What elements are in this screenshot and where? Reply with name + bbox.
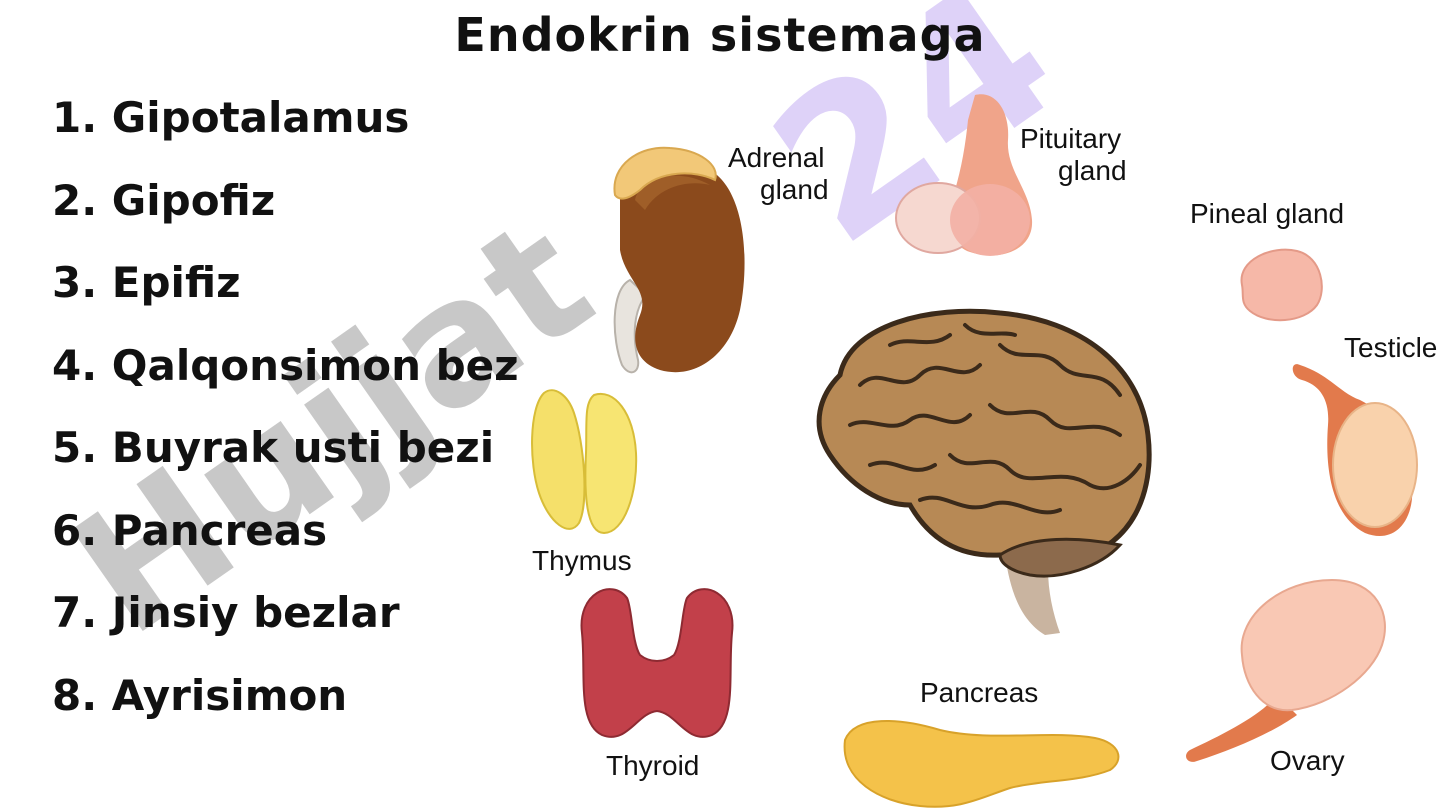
page-title: Endokrin sistemaga	[454, 8, 986, 62]
label-pituitary-line2: gland	[1058, 155, 1127, 186]
label-adrenal-line1: Adrenal	[728, 142, 825, 173]
list-item: 6. Pancreas	[52, 505, 328, 555]
pituitary-gland-illustration	[895, 94, 1033, 256]
testicle-illustration	[1292, 364, 1418, 537]
ovary-illustration	[1186, 578, 1386, 762]
label-pancreas: Pancreas	[920, 677, 1039, 708]
thyroid-illustration	[580, 588, 734, 738]
pancreas-illustration	[843, 719, 1120, 808]
list-item: 5. Buyrak usti bezi	[52, 423, 495, 472]
list-item: 1. Gipotalamus	[52, 93, 410, 142]
label-adrenal-line2: gland	[760, 174, 829, 205]
thymus-illustration	[531, 389, 638, 535]
label-thyroid: Thyroid	[606, 750, 700, 781]
label-ovary: Ovary	[1270, 745, 1345, 776]
label-pineal: Pineal gland	[1190, 198, 1345, 229]
label-pituitary-line1: Pituitary	[1020, 123, 1122, 154]
list-item: 2. Gipofiz	[52, 175, 276, 225]
gland-list: 1. Gipotalamus 2. Gipofiz 3. Epifiz 4. Q…	[52, 88, 519, 748]
list-item: 3. Epifiz	[52, 258, 241, 307]
list-item: 4. Qalqonsimon bez	[52, 340, 519, 390]
label-thymus: Thymus	[532, 545, 632, 576]
list-item: 8. Ayrisimon	[52, 670, 348, 720]
list-item: 7. Jinsiy bezlar	[52, 588, 400, 637]
brain-illustration	[816, 308, 1152, 635]
pineal-gland-illustration	[1240, 248, 1323, 322]
label-testicle: Testicle	[1344, 332, 1438, 363]
adrenal-gland-illustration	[613, 146, 745, 374]
